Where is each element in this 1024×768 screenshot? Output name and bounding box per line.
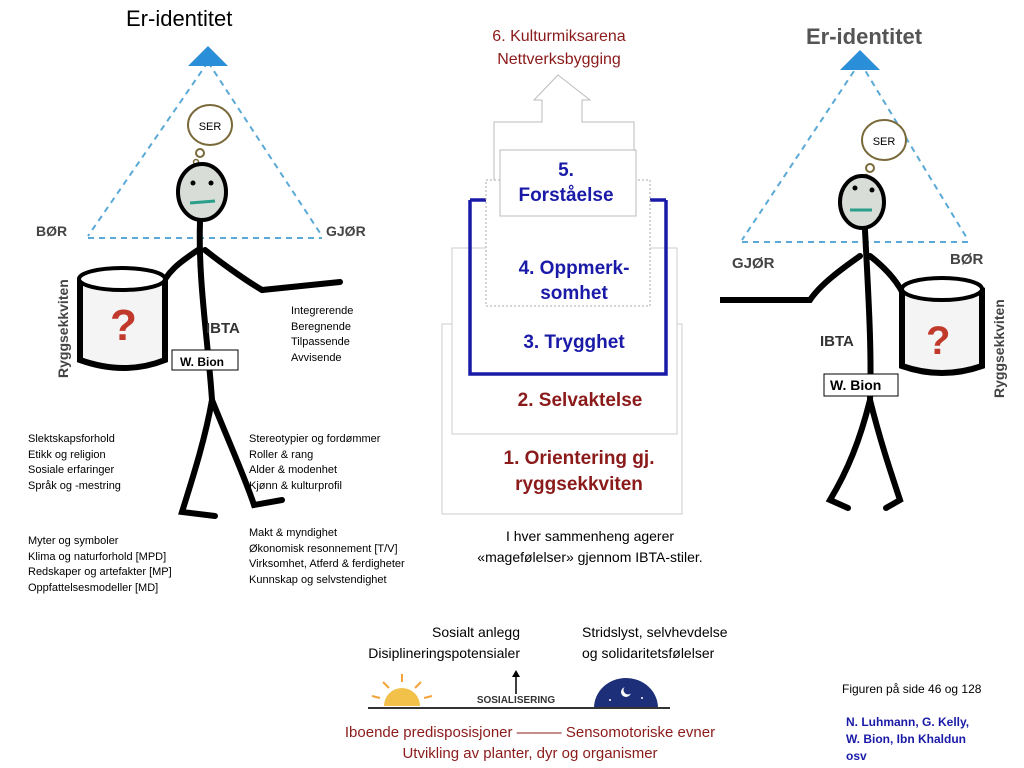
right-bion-label: W. Bion <box>830 377 881 393</box>
list-item: Alder & modenhet <box>249 464 338 476</box>
list-item: Roller & rang <box>249 448 314 461</box>
ibta-style: Integrerende <box>291 305 354 317</box>
pyramid-level-1: 1. Orientering gj. ryggsekkviten <box>456 446 702 498</box>
bottom-right-text: Stridslyst, selvhevdelse og solidaritets… <box>582 622 728 664</box>
right-thought-bubble-icon <box>861 119 907 181</box>
pyramid-caption: I hver sammenheng agerer «magefølelser» … <box>430 526 750 568</box>
right-stick-figure: Er-identitet SER GJØR BØR ? Ryggsekkvite… <box>720 24 1007 511</box>
right-apex-arrow-icon <box>840 50 880 70</box>
ibta-style: Tilpassende <box>291 336 350 348</box>
moon-icon <box>594 678 658 708</box>
bottom-line-2: Utvikling av planter, dyr og organismer <box>402 745 658 762</box>
pyramid-top-line: 6. Kulturmiksarena <box>492 28 626 45</box>
left-thought-bubble-icon <box>187 104 233 166</box>
left-backpack-icon <box>77 266 168 371</box>
pyramid-top-label: 6. Kulturmiksarena Nettverksbygging <box>440 25 678 71</box>
pyramid-level-5: 5. Forståelse <box>496 158 636 208</box>
right-backpack-icon <box>899 276 985 376</box>
right-question-mark: ? <box>926 319 950 363</box>
figure-reference: Figuren på side 46 og 128 <box>842 682 982 696</box>
level-5-line: Forståelse <box>518 185 614 206</box>
level-5-line: 5. <box>558 160 574 181</box>
list-item: Sosiale erfaringer <box>28 464 115 476</box>
bottom-line-1: Iboende predisposisjoner ——— Sensomotori… <box>344 724 716 741</box>
left-gjor-text: GJØR <box>326 223 366 239</box>
list-item: Makt & myndighet <box>249 527 338 539</box>
list-item: Klima og naturforhold [MPD] <box>28 550 167 563</box>
list-item: Økonomisk resonnement [T/V] <box>249 542 398 555</box>
right-head-icon <box>838 174 886 230</box>
ibta-style: Avvisende <box>291 351 342 364</box>
left-ibta-label: IBTA <box>206 320 240 337</box>
left-backpack-label: Ryggsekkviten <box>55 279 71 378</box>
list-col1-a: Slektskapsforhold Etikk og religion Sosi… <box>28 432 121 494</box>
left-identity-title: Er-identitet <box>126 6 233 31</box>
ibta-styles-list: Integrerende Beregnende Tilpassende Avvi… <box>291 304 353 366</box>
left-apex-arrow-icon <box>188 46 228 66</box>
caption-line: «magefølelser» gjennom IBTA-stiler. <box>477 549 703 565</box>
list-col2-b: Makt & myndighet Økonomisk resonnement [… <box>249 526 405 588</box>
left-stick-figure: SER BØR GJØR ? Ryggsekkviten IBTA W. Bio… <box>36 46 366 519</box>
list-item: Etikk og religion <box>28 448 106 461</box>
list-item: Oppfattelsesmodeller [MD] <box>28 581 159 594</box>
left-head-icon <box>176 162 228 222</box>
authors-list: N. Luhmann, G. Kelly, W. Bion, Ibn Khald… <box>846 714 969 765</box>
list-col1-b: Myter og symboler Klima og naturforhold … <box>28 534 172 596</box>
list-item: Slektskapsforhold <box>28 433 115 445</box>
author-line: N. Luhmann, G. Kelly, <box>846 715 970 729</box>
list-item: Kunnskap og selvstendighet <box>249 573 387 586</box>
socialisering-label: SOSIALISERING <box>477 695 556 706</box>
level-1-line: 1. Orientering gj. <box>503 448 655 469</box>
level-4-line: somhet <box>540 283 608 304</box>
right-bor-text: BØR <box>950 251 984 268</box>
left-bor-text: BØR <box>36 223 67 239</box>
right-ser-text: SER <box>873 136 896 148</box>
author-line: osv <box>846 749 867 763</box>
list-col2-a: Stereotypier og fordømmer Roller & rang … <box>249 432 380 494</box>
sun-icon <box>371 674 433 706</box>
left-question-mark: ? <box>110 301 137 350</box>
bottom-left-text: Sosialt anlegg Disiplineringspotensialer <box>300 622 520 664</box>
right-ibta-label: IBTA <box>820 333 854 350</box>
list-item: Språk og -mestring <box>28 479 121 492</box>
bottom-left-line: Sosialt anlegg <box>432 624 520 640</box>
author-line: W. Bion, Ibn Khaldun <box>846 732 966 746</box>
level-1-line: ryggsekkviten <box>515 474 643 495</box>
socialisering-banner: SOSIALISERING <box>368 670 670 709</box>
list-item: Redskaper og artefakter [MP] <box>28 566 172 578</box>
pyramid-level-3: 3. Trygghet <box>523 332 625 353</box>
list-item: Stereotypier og fordømmer <box>249 433 381 445</box>
pyramid-frame <box>441 74 683 515</box>
level-4-line: 4. Oppmerk- <box>518 258 630 279</box>
list-item: Virksomhet, Atferd & ferdigheter <box>249 558 405 570</box>
bottom-right-line: og solidaritetsfølelser <box>582 645 715 661</box>
pyramid-top-line: Nettverksbygging <box>497 51 621 68</box>
caption-line: I hver sammenheng agerer <box>505 528 675 544</box>
right-backpack-label: Ryggsekkviten <box>991 299 1007 398</box>
list-item: Myter og symboler <box>28 535 119 547</box>
pyramid-level-4: 4. Oppmerk- somhet <box>486 256 662 306</box>
left-ser-text: SER <box>199 121 222 133</box>
left-bion-label: W. Bion <box>180 355 224 369</box>
ibta-style: Beregnende <box>291 320 351 333</box>
bottom-right-line: Stridslyst, selvhevdelse <box>582 624 728 640</box>
right-gjor-text: GJØR <box>732 255 775 272</box>
bottom-predisposition-text: Iboende predisposisjoner ——— Sensomotori… <box>300 722 760 764</box>
right-identity-title: Er-identitet <box>806 24 923 49</box>
bottom-left-line: Disiplineringspotensialer <box>368 645 520 661</box>
pyramid-level-2: 2. Selvaktelse <box>517 390 643 411</box>
list-item: Kjønn & kulturprofil <box>249 479 342 492</box>
